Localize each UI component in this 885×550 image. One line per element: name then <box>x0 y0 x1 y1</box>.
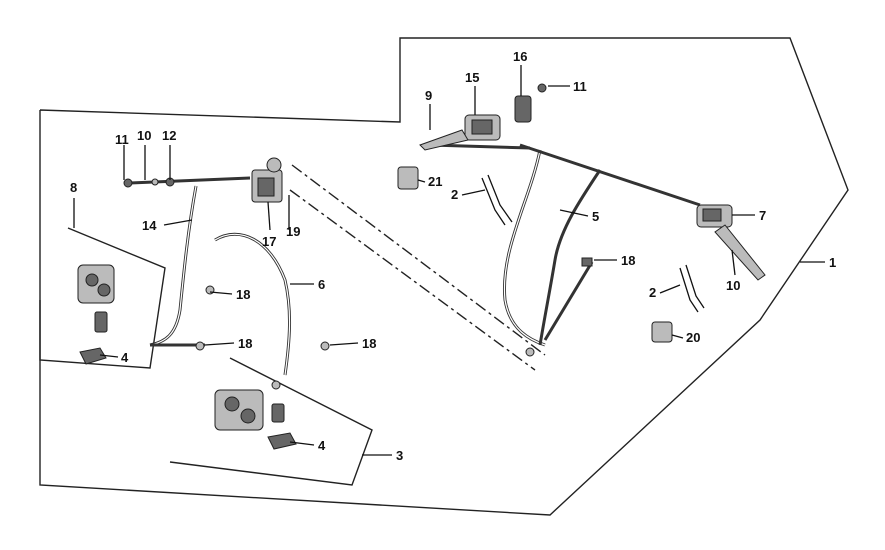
rear-master-cylinder-body <box>257 177 275 197</box>
callout-10: 10 <box>137 128 151 143</box>
callout-19: 19 <box>286 224 300 239</box>
banjo-bolt-11b <box>537 83 547 93</box>
callout-20: 20 <box>686 330 700 345</box>
washer <box>195 341 205 351</box>
switch-wire-2-left <box>481 177 506 226</box>
rear-reservoir-cap <box>266 157 282 173</box>
switch-wire-2-right <box>685 264 705 309</box>
rear-caliper-hardware <box>94 311 108 333</box>
callout-5: 5 <box>592 209 599 224</box>
banjo-bolt-11 <box>123 178 133 188</box>
callout-12: 12 <box>162 128 176 143</box>
callout-18: 18 <box>362 336 376 351</box>
callout-4: 4 <box>318 438 326 453</box>
callout-2: 2 <box>451 187 458 202</box>
callout-1: 1 <box>829 255 836 270</box>
callout-14: 14 <box>142 218 157 233</box>
leader-line <box>417 179 426 183</box>
callout-11: 11 <box>115 132 129 147</box>
callout-11: 11 <box>573 79 587 94</box>
brake-hose-5c <box>519 143 701 207</box>
separator-line <box>289 189 536 371</box>
assembly-outline-main <box>39 37 849 516</box>
brake-light-switch-18-right <box>581 257 593 267</box>
callout-6: 6 <box>318 277 325 292</box>
brake-hose-18-right <box>543 261 594 341</box>
reservoir-cap-21 <box>397 166 419 190</box>
callout-21: 21 <box>428 174 442 189</box>
rear-caliper-piston <box>97 283 111 297</box>
brake-hose-5 <box>503 149 546 346</box>
brake-hose-14 <box>149 185 197 346</box>
reservoir-cap-20 <box>651 321 673 343</box>
callout-18: 18 <box>236 287 250 302</box>
front-master-cylinder-left-body <box>471 119 493 135</box>
leader-line <box>559 209 589 217</box>
brake-hose-upper <box>129 176 251 185</box>
separator-line <box>291 164 546 356</box>
lever-10-right <box>714 224 766 281</box>
front-caliper-piston <box>240 408 256 424</box>
assembly-outline-front-caliper <box>169 357 373 486</box>
callout-10: 10 <box>726 278 740 293</box>
washer <box>525 347 535 357</box>
leader-line <box>267 201 271 231</box>
callout-4: 4 <box>121 350 129 365</box>
leader-line <box>163 219 193 226</box>
front-master-cylinder-right-body <box>702 208 722 222</box>
washer <box>320 341 330 351</box>
callout-16: 16 <box>513 49 527 64</box>
brake-hose-6 <box>214 233 291 376</box>
brake-pad-4-front <box>267 432 297 450</box>
callout-18: 18 <box>621 253 635 268</box>
callout-7: 7 <box>759 208 766 223</box>
washer-10 <box>151 178 159 186</box>
leader-line <box>731 249 736 276</box>
callout-9: 9 <box>425 88 432 103</box>
leader-line <box>659 284 681 294</box>
clamp-16 <box>514 95 532 123</box>
callout-2: 2 <box>649 285 656 300</box>
callout-3: 3 <box>396 448 403 463</box>
brake-pad-4-rear <box>79 347 107 365</box>
front-caliper-hardware <box>271 403 285 423</box>
leader-line <box>461 189 486 196</box>
leader-line <box>209 291 233 295</box>
leader-line <box>329 342 359 346</box>
front-caliper-piston <box>224 396 240 412</box>
assembly-outline-rear-caliper <box>39 227 166 369</box>
washer <box>271 380 281 390</box>
callout-17: 17 <box>262 234 276 249</box>
brake-hose-upper-right <box>429 143 531 150</box>
leader-line <box>99 354 119 358</box>
callout-8: 8 <box>70 180 77 195</box>
front-caliper <box>214 389 264 431</box>
brake-hose-6 <box>214 232 291 376</box>
leader-line <box>671 334 684 339</box>
switch-wire-2-left <box>487 174 513 223</box>
leader-line <box>204 342 235 346</box>
switch-wire-2-right <box>679 267 699 313</box>
brake-hose-5b <box>538 169 602 346</box>
leader-line <box>289 441 315 446</box>
lever-9 <box>419 129 469 151</box>
callout-15: 15 <box>465 70 479 85</box>
callout-18: 18 <box>238 336 252 351</box>
rear-caliper-piston <box>85 273 99 287</box>
